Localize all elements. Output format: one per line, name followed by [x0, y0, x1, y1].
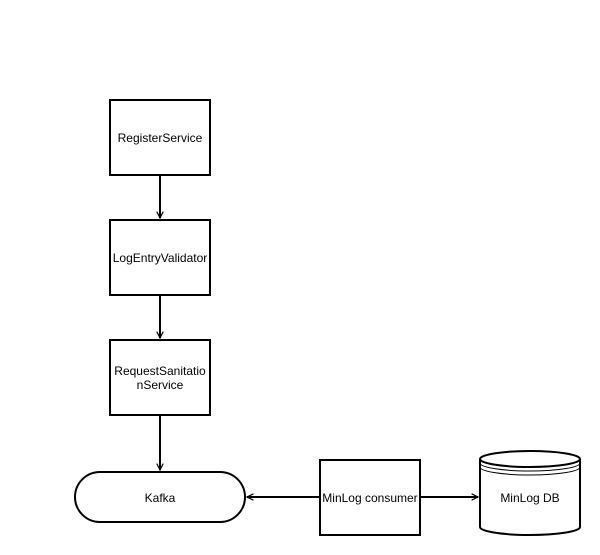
minlog-consumer-label: MinLog consumer — [322, 491, 417, 505]
log-entry-validator-label: LogEntryValidator — [113, 251, 208, 265]
request-sanitation-service-node: RequestSanitatio nService — [109, 339, 211, 416]
minlog-db-node: MinLog DB — [479, 450, 581, 536]
register-service-node: RegisterService — [109, 99, 211, 176]
request-sanitation-label-line1: RequestSanitatio — [114, 364, 206, 378]
log-entry-validator-node: LogEntryValidator — [109, 219, 211, 296]
register-service-label: RegisterService — [118, 131, 203, 145]
kafka-node: Kafka — [74, 471, 246, 523]
request-sanitation-label-line2: nService — [137, 378, 184, 392]
kafka-label: Kafka — [145, 491, 176, 505]
minlog-consumer-node: MinLog consumer — [319, 459, 421, 536]
minlog-db-label: MinLog DB — [500, 491, 559, 505]
